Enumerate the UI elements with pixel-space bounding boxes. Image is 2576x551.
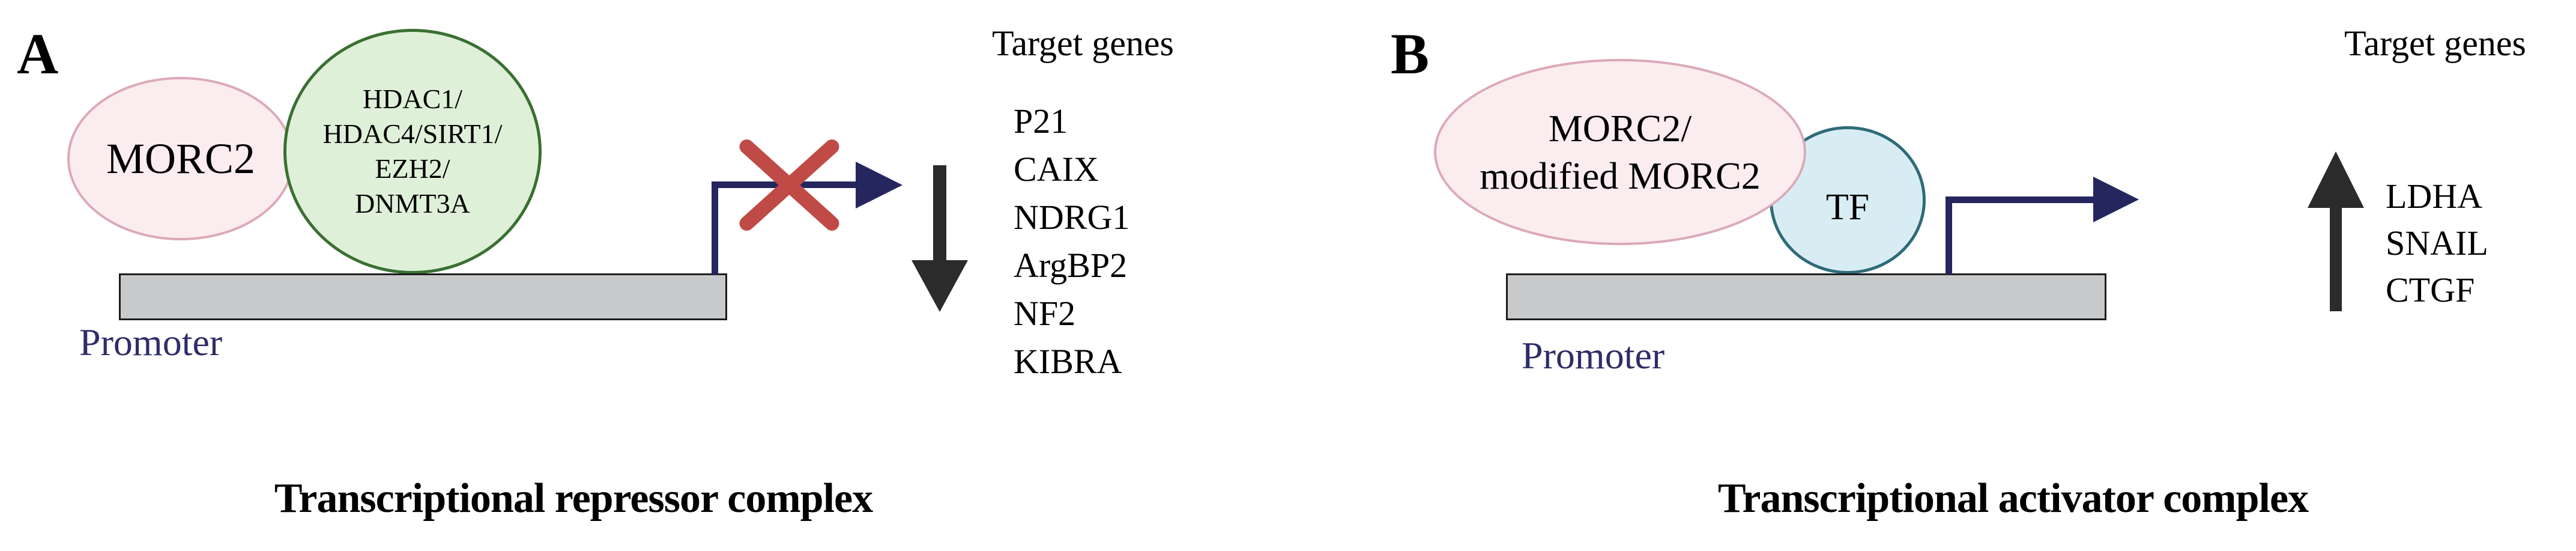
target-gene-list-b: LDHA SNAIL CTGF (2386, 173, 2488, 314)
corepressor-line: HDAC1/ (362, 84, 463, 114)
promoter-label-a: Promoter (79, 321, 223, 364)
target-gene-item: CTGF (2386, 270, 2475, 309)
promoter-bar-a (119, 273, 727, 320)
transcription-arrow-horizontal-b (1946, 196, 2093, 203)
morc2-ellipse-label: MORC2 (106, 134, 256, 183)
upregulation-arrow-shaft-icon (2330, 207, 2342, 311)
promoter-bar-b (1506, 273, 2106, 320)
target-gene-item: SNAIL (2386, 224, 2488, 263)
panel-b-label: B (1391, 22, 1430, 86)
target-gene-item: CAIX (1014, 150, 1099, 189)
morc2-modified-line: modified MORC2 (1480, 154, 1761, 197)
transcription-arrowhead-icon-b (2093, 177, 2139, 222)
caption-a: Transcriptional repressor complex (274, 475, 873, 522)
corepressor-ellipse: HDAC1/HDAC4/SIRT1/EZH2/DNMT3A (283, 29, 542, 274)
target-gene-item: NDRG1 (1014, 198, 1130, 237)
transcription-arrowhead-icon-a (856, 162, 903, 209)
corepressor-line: EZH2/ (375, 153, 450, 184)
promoter-label-b: Promoter (1522, 334, 1665, 377)
tf-circle-label: TF (1825, 186, 1870, 228)
downregulation-arrowhead-icon (912, 260, 968, 312)
corepressor-ellipse-label: HDAC1/HDAC4/SIRT1/EZH2/DNMT3A (323, 82, 503, 221)
corepressor-line: HDAC4/SIRT1/ (322, 118, 503, 149)
downregulation-arrow-shaft-icon (933, 165, 946, 261)
target-gene-item: ArgBP2 (1014, 246, 1128, 285)
transcription-arrow-vertical-b (1946, 196, 1952, 275)
morc2-ellipse: MORC2 (67, 77, 294, 240)
caption-b: Transcriptional activator complex (1717, 475, 2309, 522)
corepressor-line: DNMT3A (355, 188, 470, 219)
target-gene-item: P21 (1014, 102, 1068, 141)
target-gene-item: KIBRA (1014, 342, 1122, 381)
target-gene-item: NF2 (1014, 294, 1076, 333)
target-gene-item: LDHA (2386, 177, 2483, 216)
target-genes-header-b: Target genes (2344, 23, 2526, 63)
transcription-arrow-vertical-a (712, 181, 718, 275)
morc2-modified-line: MORC2/ (1548, 107, 1692, 150)
target-genes-header-a: Target genes (992, 23, 1174, 63)
morc2-modified-ellipse-label: MORC2/modified MORC2 (1480, 105, 1761, 199)
upregulation-arrowhead-icon (2308, 151, 2364, 208)
morc2-modified-ellipse: MORC2/modified MORC2 (1434, 59, 1806, 245)
panel-a-label: A (17, 22, 59, 86)
